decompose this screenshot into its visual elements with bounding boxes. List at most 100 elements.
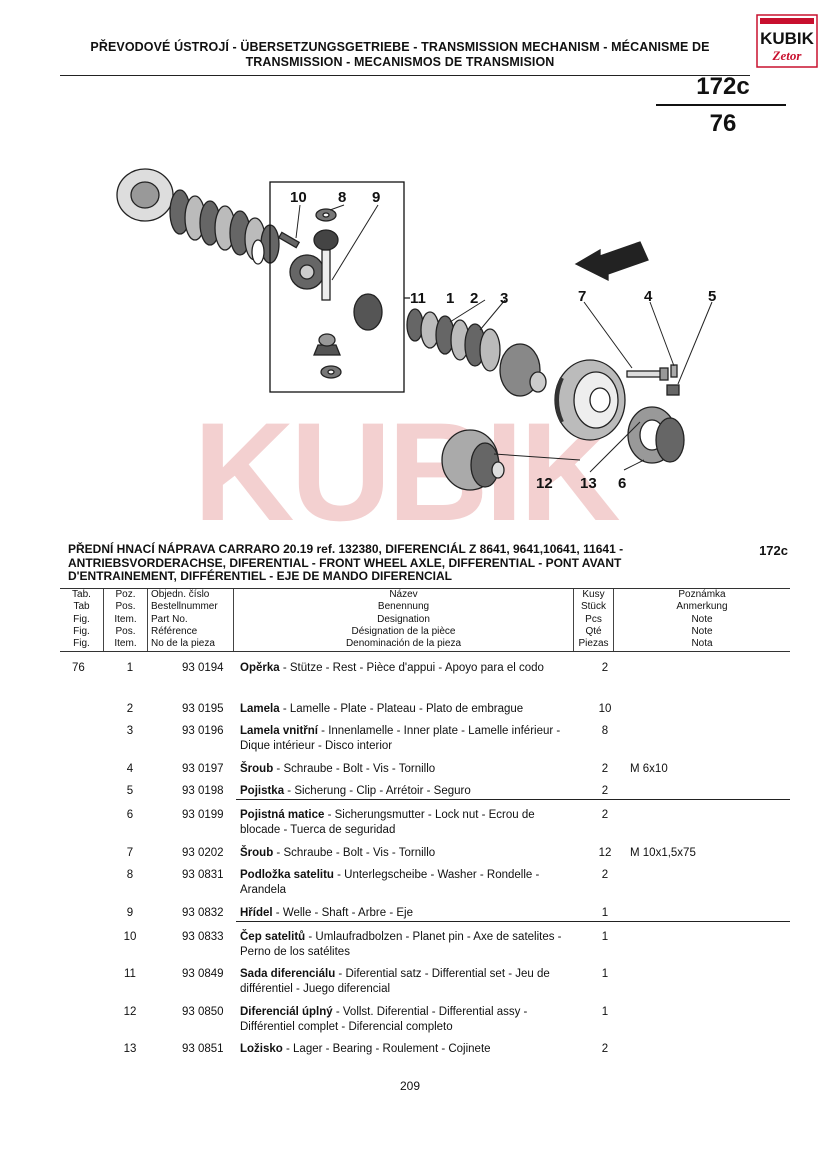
bearing	[627, 406, 685, 464]
row-description: Ložisko - Lager - Bearing - Roulement - …	[240, 1043, 491, 1055]
row-qty: 2	[601, 809, 609, 821]
row-part-number: 93 0831	[182, 869, 224, 881]
row-part-number: 93 0196	[182, 725, 224, 737]
row-description: Šroub - Schraube - Bolt - Vis - Tornillo	[240, 763, 436, 775]
row-name: Čep satelitů	[240, 931, 306, 943]
row-description: Pojistná matice - Sicherungsmutter - Loc…	[240, 809, 535, 836]
row-pos: 13	[123, 1043, 137, 1055]
callout-7: 7	[578, 288, 586, 305]
col-header-pos: Poz.Pos.Item.Pos.Item.	[104, 589, 148, 651]
spider-gear-box	[269, 181, 410, 393]
watermark: KUBIK	[193, 395, 623, 545]
section-code: 172c	[759, 543, 788, 558]
logo-top-text: KUBIK	[760, 29, 815, 48]
row-part-number: 93 0202	[182, 847, 224, 859]
exploded-parts-diagram: 10 8 9 11 1 2 3 7 4 5 12 13 6	[116, 168, 716, 492]
row-description: Sada diferenciálu - Diferential satz - D…	[240, 968, 550, 995]
row-qty: 2	[601, 662, 609, 674]
callout-12: 12	[536, 475, 553, 492]
row-part-number: 93 0832	[182, 907, 224, 919]
row-pos: 7	[126, 847, 134, 859]
row-pos: 3	[126, 725, 134, 737]
row-description: Lamela vnitřní - Innenlamelle - Inner pl…	[240, 725, 561, 752]
row-qty: 2	[601, 785, 609, 797]
section-title-line1: PŘEDNÍ HNACÍ NÁPRAVA CARRARO 20.19 ref. …	[68, 542, 624, 556]
direction-arrow	[574, 241, 649, 282]
row-note: M 6x10	[630, 763, 668, 775]
row-description: Hřídel - Welle - Shaft - Arbre - Eje	[240, 907, 413, 919]
row-description: Diferenciál úplný - Vollst. Diferential …	[240, 1006, 528, 1033]
table-number-rule	[656, 104, 786, 106]
callout-4: 4	[644, 288, 653, 305]
callout-9: 9	[372, 189, 380, 206]
row-qty: 8	[601, 725, 609, 737]
row-pos: 10	[123, 931, 137, 943]
row-qty: 2	[601, 869, 609, 881]
row-pos: 2	[126, 703, 134, 715]
row-description: Podložka satelitu - Unterlegscheibe - Wa…	[240, 869, 540, 896]
row-qty: 1	[601, 931, 609, 943]
row-qty: 2	[601, 1043, 609, 1055]
callout-10: 10	[290, 189, 307, 206]
row-name: Pojistka	[240, 785, 285, 797]
callout-13: 13	[580, 475, 597, 492]
row-description: Pojistka - Sicherung - Clip - Arrétoir -…	[240, 785, 471, 797]
row-description: Čep satelitů - Umlaufradbolzen - Planet …	[240, 931, 562, 958]
callout-11: 11	[410, 290, 426, 307]
row-part-number: 93 0849	[182, 968, 224, 980]
row-description: Lamela - Lamelle - Plate - Plateau - Pla…	[240, 703, 524, 715]
center-disc-pack	[406, 308, 547, 397]
row-note: M 10x1,5x75	[630, 847, 696, 859]
row-group-divider	[236, 921, 790, 922]
callout-6: 6	[618, 475, 626, 492]
row-name: Sada diferenciálu	[240, 968, 336, 980]
logo-bottom-text: Zetor	[772, 48, 803, 63]
row-qty: 1	[601, 968, 609, 980]
row-part-number: 93 0194	[182, 662, 224, 674]
row-part-number: 93 0199	[182, 809, 224, 821]
row-pos: 6	[126, 809, 134, 821]
row-part-number: 93 0833	[182, 931, 224, 943]
row-part-number: 93 0198	[182, 785, 224, 797]
section-title-line3: D'ENTRAINEMENT, DIFFÉRENTIEL - EJE DE MA…	[68, 569, 452, 583]
row-tab: 76	[72, 662, 85, 674]
row-qty: 12	[598, 847, 612, 859]
row-name: Opěrka	[240, 662, 280, 674]
row-group-divider	[236, 799, 790, 800]
row-part-number: 93 0197	[182, 763, 224, 775]
row-pos: 12	[123, 1006, 137, 1018]
ring-gear	[554, 359, 626, 441]
callout-8: 8	[338, 189, 346, 206]
row-name: Lamela	[240, 703, 280, 715]
table-header-top-rule	[60, 588, 790, 589]
row-name: Hřídel	[240, 907, 273, 919]
table-header-bottom-rule	[60, 651, 790, 652]
row-pos: 4	[126, 763, 134, 775]
row-qty: 1	[601, 907, 609, 919]
callout-3: 3	[500, 290, 508, 307]
row-part-number: 93 0195	[182, 703, 224, 715]
header-title-line1: PŘEVODOVÉ ÚSTROJÍ - ÜBERSETZUNGSGETRIEBE…	[90, 40, 710, 54]
page-header-title: PŘEVODOVÉ ÚSTROJÍ - ÜBERSETZUNGSGETRIEBE…	[60, 40, 740, 70]
row-qty: 2	[601, 763, 609, 775]
callout-1: 1	[446, 290, 454, 307]
row-pos: 5	[126, 785, 134, 797]
figure-number: 76	[709, 110, 737, 137]
row-pos: 8	[126, 869, 134, 881]
row-name: Lamela vnitřní	[240, 725, 318, 737]
row-name: Diferenciál úplný	[240, 1006, 333, 1018]
page-number: 209	[399, 1079, 421, 1093]
section-title-line2: ANTRIEBSVORDERACHSE, DIFERENTIAL - FRONT…	[68, 555, 622, 570]
row-pos: 9	[126, 907, 134, 919]
row-pos: 1	[126, 662, 134, 674]
watermark-text: KUBIK	[193, 395, 619, 545]
row-qty: 1	[601, 1006, 609, 1018]
table-number: 172c	[696, 73, 750, 100]
row-name: Pojistná matice	[240, 809, 325, 821]
callout-5: 5	[708, 288, 716, 305]
